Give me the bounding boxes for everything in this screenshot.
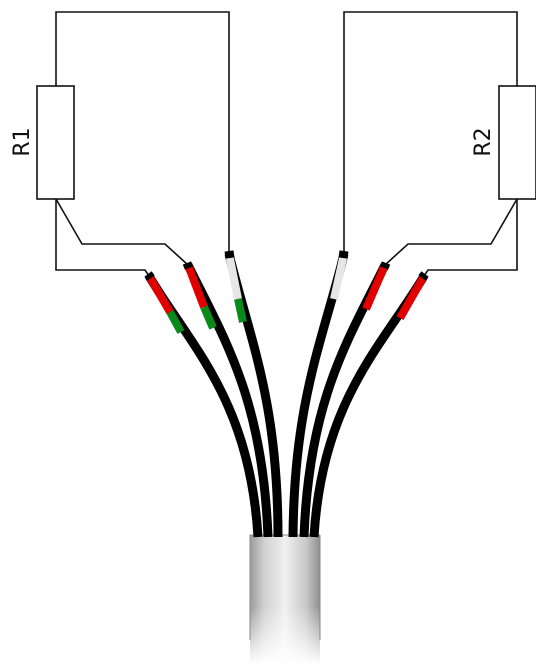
wire-4 xyxy=(288,250,349,538)
wire-3 xyxy=(224,250,283,538)
wire-1 xyxy=(144,271,263,538)
r1-lower-loop-line xyxy=(55,199,150,277)
r2-top-loop-line xyxy=(343,11,518,252)
resistor-r2 xyxy=(498,85,536,200)
r1-top-loop-line xyxy=(55,11,230,252)
r2-lower-loop-line xyxy=(423,199,518,277)
wire-6 xyxy=(309,271,429,538)
circuit-r1 xyxy=(36,11,230,277)
wire-bundle xyxy=(144,250,429,538)
r2-label: R2 xyxy=(471,127,496,156)
wire-2 xyxy=(182,261,273,538)
wire-5 xyxy=(299,261,391,538)
circuit-r2 xyxy=(343,11,536,277)
cable-sheath xyxy=(249,534,321,664)
r1-diagonal-line xyxy=(55,198,189,266)
r2-diagonal-line xyxy=(384,198,518,266)
r1-label: R1 xyxy=(10,127,35,156)
resistor-r1 xyxy=(36,85,75,200)
